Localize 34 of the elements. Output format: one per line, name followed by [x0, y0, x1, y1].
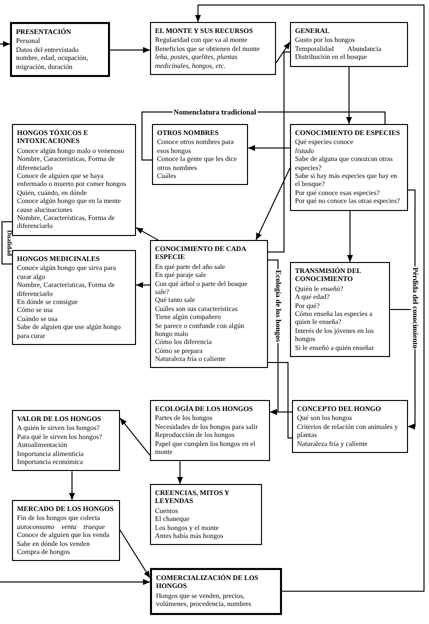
topic-box — [290, 22, 408, 67]
arrow — [256, 168, 290, 240]
topic-box — [150, 484, 262, 546]
arrow — [136, 282, 150, 288]
connector-line — [2, 221, 12, 264]
topic-box — [152, 124, 248, 186]
arrow — [248, 145, 290, 151]
arrow — [136, 227, 158, 240]
arrow — [120, 530, 150, 578]
arrow — [0, 41, 10, 47]
topic-box — [290, 124, 408, 211]
topic-box — [150, 22, 276, 75]
arrow — [0, 579, 150, 585]
topic-box — [12, 124, 136, 236]
arrow — [347, 210, 353, 262]
arrow — [195, 4, 424, 592]
connector-line — [268, 362, 292, 438]
topic-box — [12, 410, 120, 472]
topic-box — [290, 262, 390, 357]
topic-box — [12, 500, 120, 562]
connector-line — [268, 52, 290, 252]
arrow — [69, 470, 75, 500]
topic-box — [10, 22, 110, 77]
arrow — [120, 418, 150, 456]
arrow — [346, 66, 352, 124]
topic-box — [292, 400, 408, 453]
arrow — [276, 42, 290, 64]
arrow — [177, 460, 183, 484]
topic-box — [150, 400, 270, 462]
topic-box — [12, 250, 136, 345]
topic-box — [150, 240, 268, 368]
topic-box — [150, 568, 282, 615]
arrow — [270, 409, 292, 415]
arrow — [110, 47, 150, 53]
